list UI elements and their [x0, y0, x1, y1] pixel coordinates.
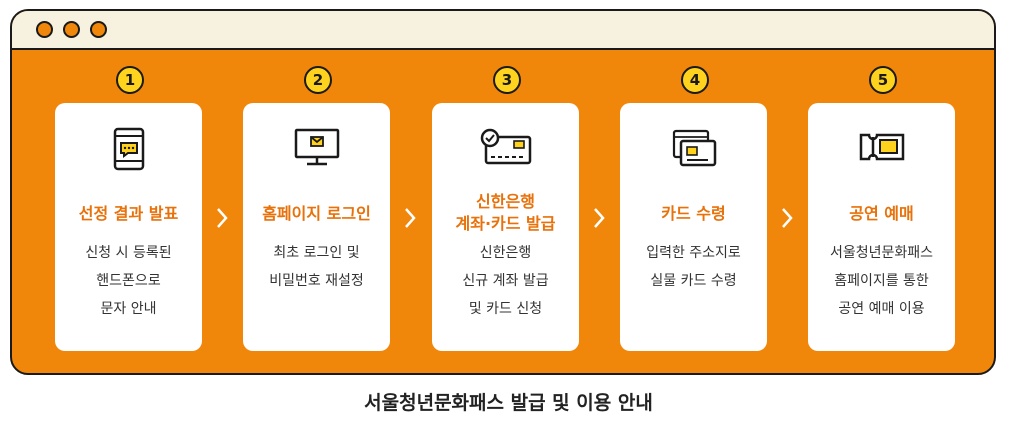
step-title: 공연 예매: [849, 204, 914, 223]
step-description: 서울청년문화패스 홈페이지를 통한 공연 예매 이용: [829, 245, 934, 317]
step-title: 선정 결과 발표: [78, 204, 179, 223]
step-number-badge: 2: [304, 66, 332, 94]
step-card-2: 홈페이지 로그인 최초 로그인 및 비밀번호 재설정: [243, 103, 390, 351]
step-title: 신한은행 계좌·카드 발급: [455, 192, 556, 233]
card-check-icon: [480, 128, 531, 165]
cards-icon: [672, 129, 716, 167]
step-card-5: 공연 예매 서울청년문화패스 홈페이지를 통한 공연 예매 이용: [808, 103, 955, 351]
window-dot-icon: [63, 21, 80, 38]
monitor-mail-icon: [294, 128, 339, 166]
step-number-badge: 1: [116, 66, 144, 94]
browser-window-frame: 1 선정 결과 발표 신청 시 등록된 핸드폰으로 문자 안내 2: [10, 9, 996, 375]
ticket-icon: [859, 133, 904, 161]
window-dot-icon: [36, 21, 53, 38]
smartphone-message-icon: [113, 127, 144, 171]
page-caption: 서울청년문화패스 발급 및 이용 안내: [364, 392, 653, 414]
step-number-badge: 3: [493, 66, 521, 94]
chevron-right-icon: [782, 208, 793, 228]
step-card-4: 카드 수령 입력한 주소지로 실물 카드 수령: [620, 103, 767, 351]
step-card-1: 선정 결과 발표 신청 시 등록된 핸드폰으로 문자 안내: [55, 103, 202, 351]
step-title: 홈페이지 로그인: [262, 204, 371, 223]
window-titlebar: [12, 11, 994, 50]
step-description: 입력한 주소지로 실물 카드 수령: [646, 245, 741, 289]
window-dot-icon: [90, 21, 107, 38]
chevron-right-icon: [405, 208, 416, 228]
step-description: 신한은행 신규 계좌 발급 및 카드 신청: [462, 245, 549, 317]
step-number-badge: 4: [681, 66, 709, 94]
step-number-badge: 5: [869, 66, 897, 94]
chevron-right-icon: [217, 208, 228, 228]
chevron-right-icon: [594, 208, 605, 228]
step-title: 카드 수령: [661, 204, 726, 223]
step-description: 최초 로그인 및 비밀번호 재설정: [269, 245, 364, 289]
step-card-3: 신한은행 계좌·카드 발급 신한은행 신규 계좌 발급 및 카드 신청: [432, 103, 579, 351]
step-description: 신청 시 등록된 핸드폰으로 문자 안내: [85, 245, 172, 317]
